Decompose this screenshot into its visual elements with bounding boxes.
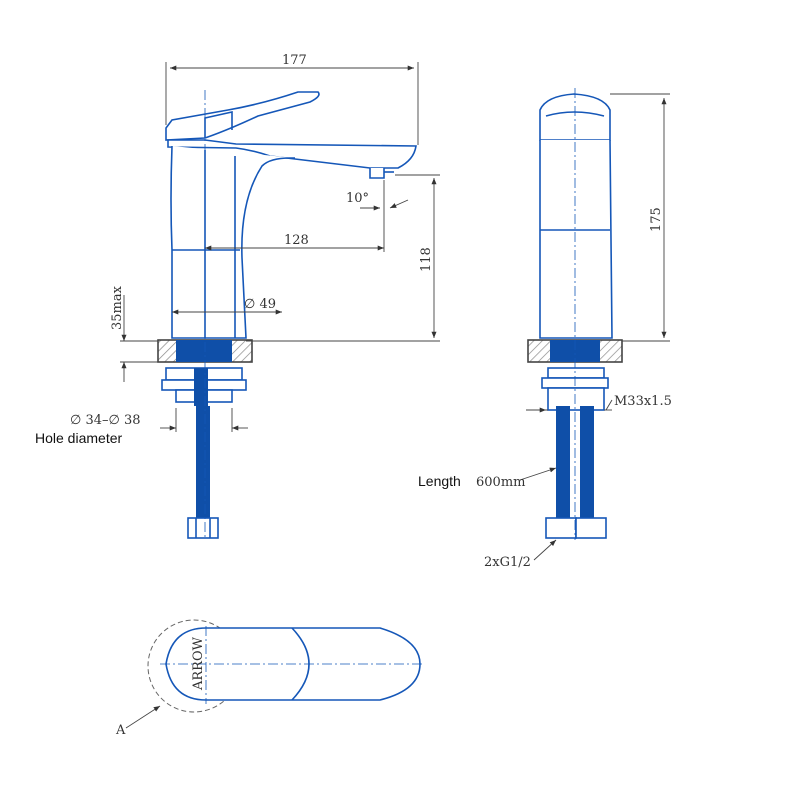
faucet-body: [170, 145, 295, 339]
hose: [196, 406, 210, 518]
dim-overall-length: 177: [282, 53, 307, 68]
top-view: [147, 619, 424, 713]
dim-deck-thickness: 35max: [110, 285, 125, 330]
detail-label-a: A: [115, 723, 126, 738]
label-length: Length: [418, 473, 461, 489]
dim-hole-range: ∅ 34–∅ 38: [70, 413, 141, 428]
front-dimensions: [120, 62, 440, 432]
dim-spout-height: 118: [419, 247, 434, 272]
front-view: [157, 90, 417, 540]
dim-hose-length: 600mm: [476, 475, 525, 490]
side-view: [527, 88, 623, 540]
hose-nut: [187, 517, 219, 539]
dim-body-diameter: ∅ 49: [244, 297, 276, 312]
dim-spout-angle: 10°: [346, 191, 369, 206]
dim-spout-reach: 128: [284, 233, 309, 248]
handle-logo-text: ARROW: [191, 636, 206, 691]
dim-hose-thread: 2xG1/2: [484, 555, 531, 570]
side-body: [539, 139, 613, 339]
label-hole-diameter: Hole diameter: [35, 430, 122, 446]
aerator: [369, 168, 385, 179]
side-handle: [539, 93, 611, 141]
dim-thread: M33x1.5: [614, 394, 672, 409]
dim-height-right: 175: [649, 207, 664, 232]
lever-handle: [165, 91, 320, 141]
side-dimensions: [519, 93, 670, 561]
